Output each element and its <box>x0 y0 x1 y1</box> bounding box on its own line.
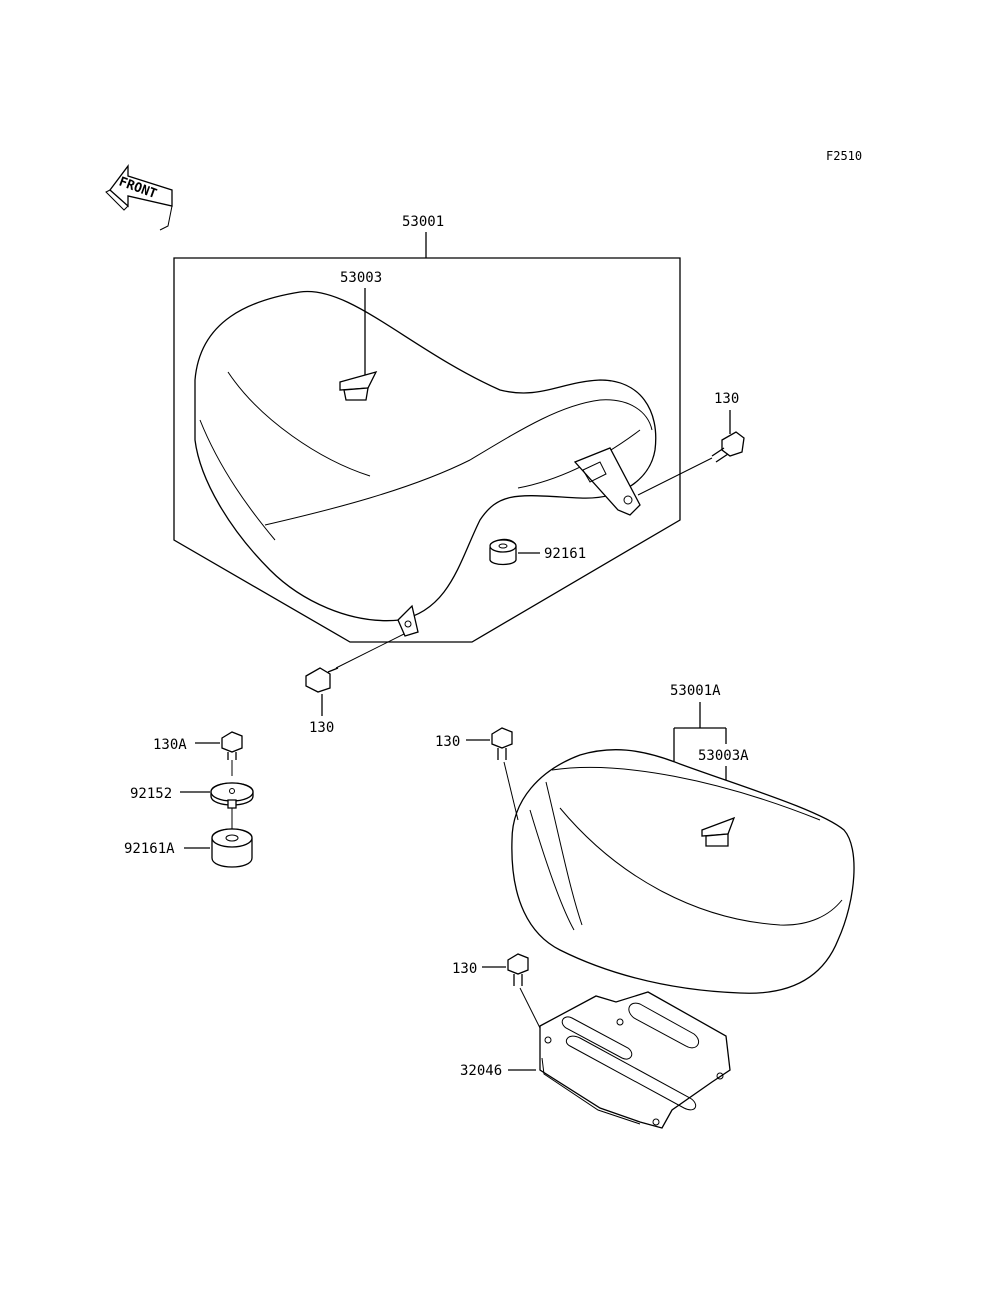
callout-53003a: 53003A <box>698 748 749 764</box>
bolt-130-right-icon <box>637 431 745 496</box>
bolt-130-lower-icon <box>507 953 529 986</box>
bolt-130a-icon <box>221 731 243 760</box>
callout-130-lower: 130 <box>452 961 477 977</box>
callout-130a: 130A <box>153 737 187 753</box>
damper-92161a-icon <box>211 828 253 868</box>
upper-seat <box>194 290 657 637</box>
callout-130-left: 130 <box>309 720 334 736</box>
bolt-130-left-icon <box>305 633 405 693</box>
group-bracket-53001 <box>173 257 681 643</box>
callout-92152: 92152 <box>130 786 172 802</box>
collar-92161-icon <box>489 538 517 566</box>
lower-seat <box>511 749 855 994</box>
callout-130-mid: 130 <box>435 734 460 750</box>
figure-code: F2510 <box>826 149 862 163</box>
callout-32046: 32046 <box>460 1063 502 1079</box>
callout-92161a: 92161A <box>124 841 175 857</box>
bolt-130-mid-icon <box>491 727 513 760</box>
callout-53001: 53001 <box>402 214 444 230</box>
callout-53003: 53003 <box>340 270 382 286</box>
front-arrow-icon: FRONT <box>105 164 173 231</box>
callout-130-right: 130 <box>714 391 739 407</box>
plate-32046-icon <box>539 991 731 1129</box>
callout-53001a: 53001A <box>670 683 721 699</box>
washer-92152-icon <box>210 782 254 809</box>
callout-92161: 92161 <box>544 546 586 562</box>
